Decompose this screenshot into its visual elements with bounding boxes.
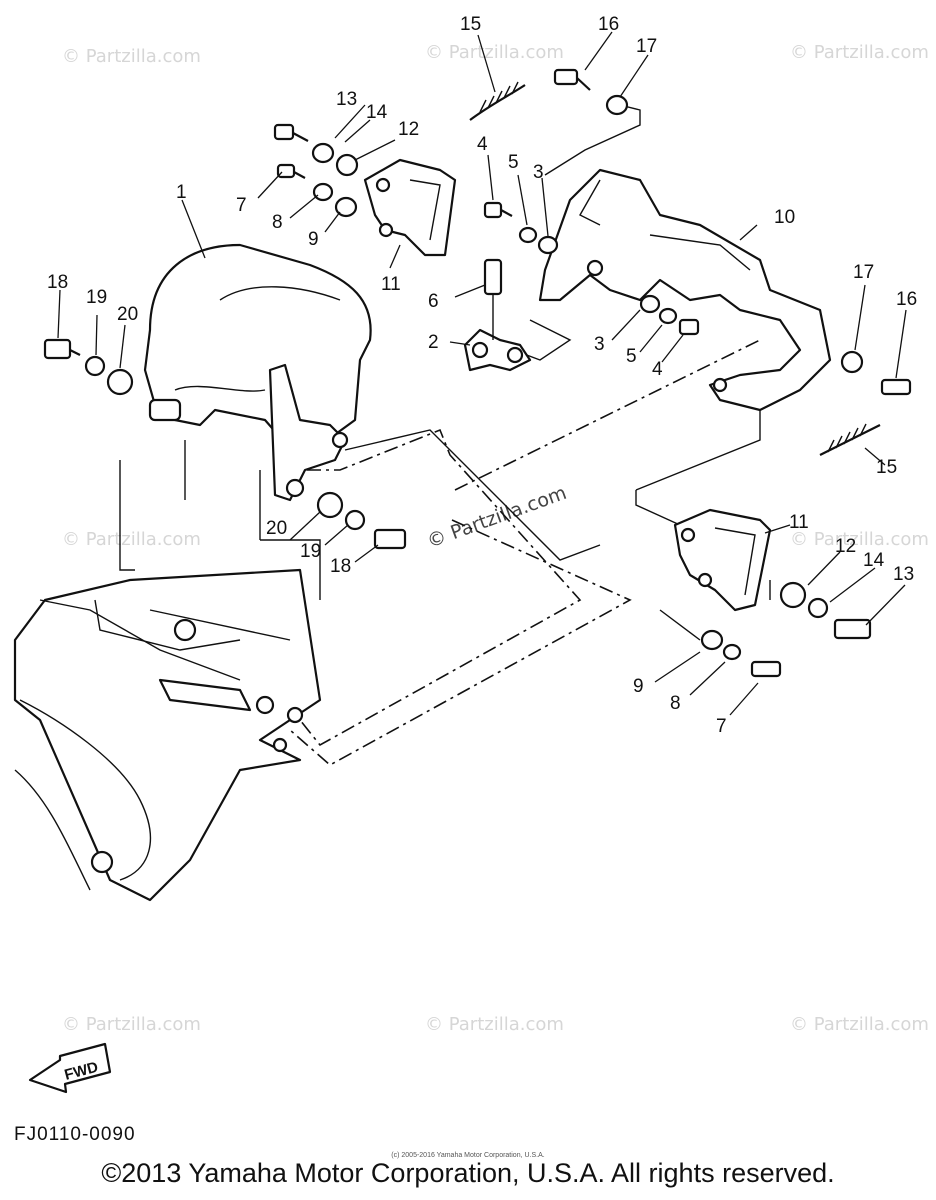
part-11-plate-upper xyxy=(363,158,457,257)
callout-16: 16 xyxy=(598,14,619,35)
part-6-grease-nipple xyxy=(483,258,503,340)
callout-13: 13 xyxy=(336,89,357,110)
watermark-center: © Partzilla.com xyxy=(424,482,569,553)
callout-9: 9 xyxy=(308,229,319,250)
watermarks: © Partzilla.com © Partzilla.com © Partzi… xyxy=(62,42,929,1035)
part-10-bracket xyxy=(538,168,832,412)
callout-1: 1 xyxy=(176,182,187,203)
callout-16: 16 xyxy=(896,289,917,310)
callout-3: 3 xyxy=(594,334,605,355)
part-1-mount-cover xyxy=(143,243,372,502)
part-15-springs xyxy=(469,81,881,456)
callouts: 1 2 3 3 4 4 5 5 6 7 7 8 8 9 9 10 11 11 1… xyxy=(47,14,917,737)
watermark: © Partzilla.com xyxy=(790,42,929,63)
callout-20: 20 xyxy=(117,304,138,325)
watermark: © Partzilla.com xyxy=(62,46,201,67)
callout-2: 2 xyxy=(428,332,439,353)
callout-5: 5 xyxy=(508,152,519,173)
callout-14: 14 xyxy=(366,102,388,123)
callout-7: 7 xyxy=(716,716,727,737)
callout-19: 19 xyxy=(86,287,107,308)
diagram-code: FJ0110-0090 xyxy=(14,1124,136,1145)
callout-15: 15 xyxy=(876,457,897,478)
callout-11: 11 xyxy=(381,274,401,295)
callout-8: 8 xyxy=(670,693,681,714)
callout-10: 10 xyxy=(774,207,795,228)
hardware-center xyxy=(483,68,912,396)
callout-4: 4 xyxy=(652,359,663,380)
hull-assembly xyxy=(13,568,322,902)
callout-11: 11 xyxy=(789,512,809,533)
callout-17: 17 xyxy=(853,262,874,283)
hardware-upper-left xyxy=(43,123,359,396)
callout-12: 12 xyxy=(835,536,856,557)
part-11-plate-lower xyxy=(673,508,772,612)
part-2-clamp xyxy=(463,328,532,372)
callout-13: 13 xyxy=(893,564,914,585)
small-copyright: (c) 2005-2016 Yamaha Motor Corporation, … xyxy=(391,1152,545,1159)
copyright-notice: ©2013 Yamaha Motor Corporation, U.S.A. A… xyxy=(101,1158,835,1188)
callout-12: 12 xyxy=(398,119,419,140)
watermark: © Partzilla.com xyxy=(790,1014,929,1035)
fwd-arrow-icon: FWD xyxy=(28,1042,112,1094)
callout-4: 4 xyxy=(477,134,488,155)
callout-3: 3 xyxy=(533,162,544,183)
callout-17: 17 xyxy=(636,36,657,57)
watermark: © Partzilla.com xyxy=(790,529,929,550)
callout-9: 9 xyxy=(633,676,644,697)
callout-20: 20 xyxy=(266,518,287,539)
callout-19: 19 xyxy=(300,541,321,562)
callout-7: 7 xyxy=(236,195,247,216)
callout-8: 8 xyxy=(272,212,283,233)
callout-15: 15 xyxy=(460,14,481,35)
watermark: © Partzilla.com xyxy=(425,1014,564,1035)
watermark: © Partzilla.com xyxy=(62,529,201,550)
callout-6: 6 xyxy=(428,291,439,312)
callout-18: 18 xyxy=(330,556,351,577)
watermark: © Partzilla.com xyxy=(62,1014,201,1035)
watermark: © Partzilla.com xyxy=(425,42,564,63)
assembly-lines xyxy=(119,104,771,766)
callout-14: 14 xyxy=(863,550,885,571)
leader-lines xyxy=(57,31,907,716)
callout-18: 18 xyxy=(47,272,68,293)
hardware-lower xyxy=(316,491,872,678)
callout-5: 5 xyxy=(626,346,637,367)
